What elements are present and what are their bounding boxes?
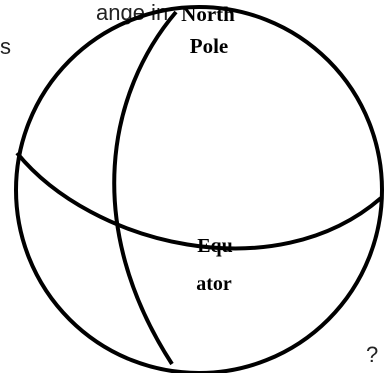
globe-outline: [16, 7, 382, 373]
equator-label-line1: Equ: [197, 235, 233, 257]
equator-label-line2: ator: [196, 273, 232, 295]
north-pole-label-line1: North: [181, 2, 235, 26]
north-pole-label-line2: Pole: [190, 34, 228, 58]
meridian-line: [114, 12, 176, 364]
